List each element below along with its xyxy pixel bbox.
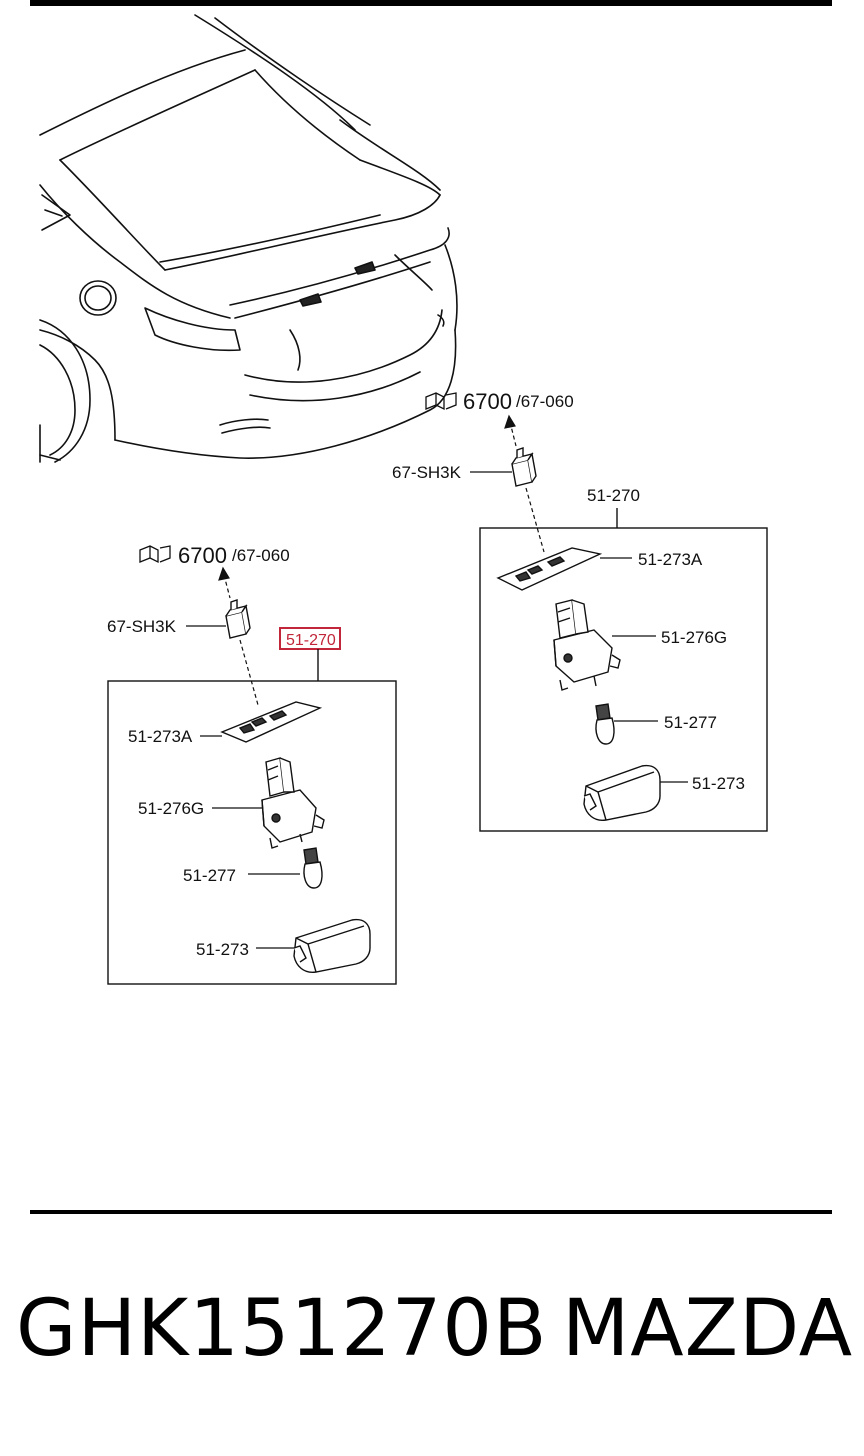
right-arrow xyxy=(504,414,545,553)
right-bezel-label: 51-273A xyxy=(638,550,703,569)
right-bulb-label: 51-277 xyxy=(664,713,717,732)
left-ref-sub: /67-060 xyxy=(232,546,290,565)
right-assembly-label: 51-270 xyxy=(587,486,640,505)
left-socket-part xyxy=(261,757,325,849)
book-icon xyxy=(425,392,457,411)
left-bulb-label: 51-277 xyxy=(183,866,236,885)
right-ref-sub: /67-060 xyxy=(516,392,574,411)
book-icon xyxy=(139,545,171,564)
right-socket-part xyxy=(553,599,621,691)
part-number: GHK151270B xyxy=(16,1284,548,1374)
brand-name: MAZDA xyxy=(562,1284,854,1374)
right-assembly-box xyxy=(479,527,768,832)
right-bezel-part xyxy=(496,547,603,591)
left-arrow xyxy=(218,566,259,706)
car-rear-illustration xyxy=(39,14,458,463)
left-assembly-label: 51-270 xyxy=(286,632,336,649)
right-callout-ref: 6700 /67-060 xyxy=(425,389,574,414)
top-rule xyxy=(30,0,832,6)
left-socket-label: 51-276G xyxy=(138,799,204,818)
right-bulb-part xyxy=(595,703,615,745)
left-clip-label: 67-SH3K xyxy=(107,617,177,636)
right-clip-part xyxy=(511,447,537,487)
right-lens-part xyxy=(583,764,661,821)
left-clip-part xyxy=(225,599,251,639)
left-bezel-part xyxy=(220,701,323,743)
bottom-rule xyxy=(30,1210,832,1214)
right-ref-main: 6700 xyxy=(463,389,512,414)
right-clip-label: 67-SH3K xyxy=(392,463,462,482)
left-assembly-highlight xyxy=(279,627,341,650)
right-socket-label: 51-276G xyxy=(661,628,727,647)
left-ref-main: 6700 xyxy=(178,543,227,568)
right-lens-label: 51-273 xyxy=(692,774,745,793)
left-bezel-label: 51-273A xyxy=(128,727,193,746)
left-assembly-box xyxy=(107,680,397,985)
footer: GHK151270B MAZDA xyxy=(0,1290,864,1400)
left-lens-label: 51-273 xyxy=(196,940,249,959)
left-callout-ref: 6700 /67-060 xyxy=(139,543,290,568)
left-bulb-part xyxy=(303,847,323,889)
parts-diagram: 6700 /67-060 67-SH3K 51-270 51-273A xyxy=(39,14,768,985)
left-lens-part xyxy=(293,918,371,973)
